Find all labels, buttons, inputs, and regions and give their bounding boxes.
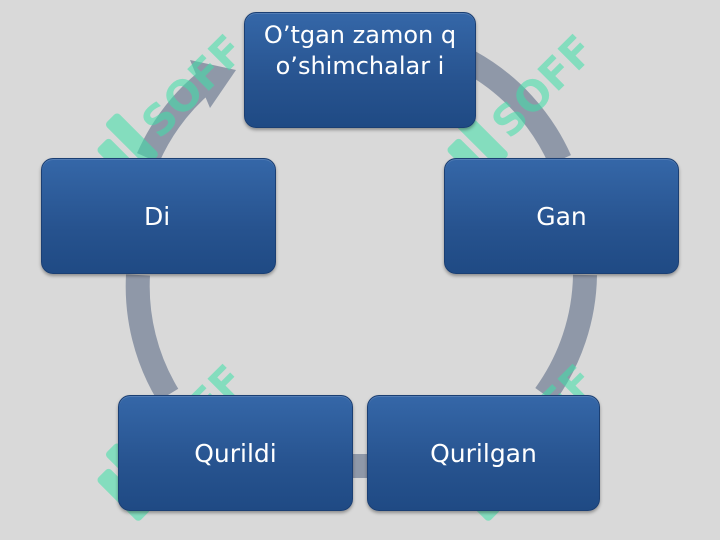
- node-label: Qurilgan: [430, 438, 537, 468]
- cycle-arc-top-right: [464, 51, 571, 166]
- node-label: O’tgan zamon qo’shimchalar i: [263, 21, 457, 80]
- cycle-arc-left-bottom: [125, 274, 179, 402]
- node-qurildi: Qurildi: [118, 395, 353, 511]
- node-label: Qurildi: [194, 438, 277, 468]
- node-label: Di: [144, 201, 171, 231]
- cycle-arc-left-top: [137, 72, 213, 164]
- cycle-arrowhead: [190, 60, 236, 108]
- node-label: Gan: [536, 201, 587, 231]
- node-di: Di: [41, 158, 276, 274]
- cycle-arc-right-bottom: [535, 274, 597, 403]
- node-gan: Gan: [444, 158, 679, 274]
- node-otgan-zamon: O’tgan zamon qo’shimchalar i: [244, 12, 476, 128]
- node-qurilgan: Qurilgan: [367, 395, 600, 511]
